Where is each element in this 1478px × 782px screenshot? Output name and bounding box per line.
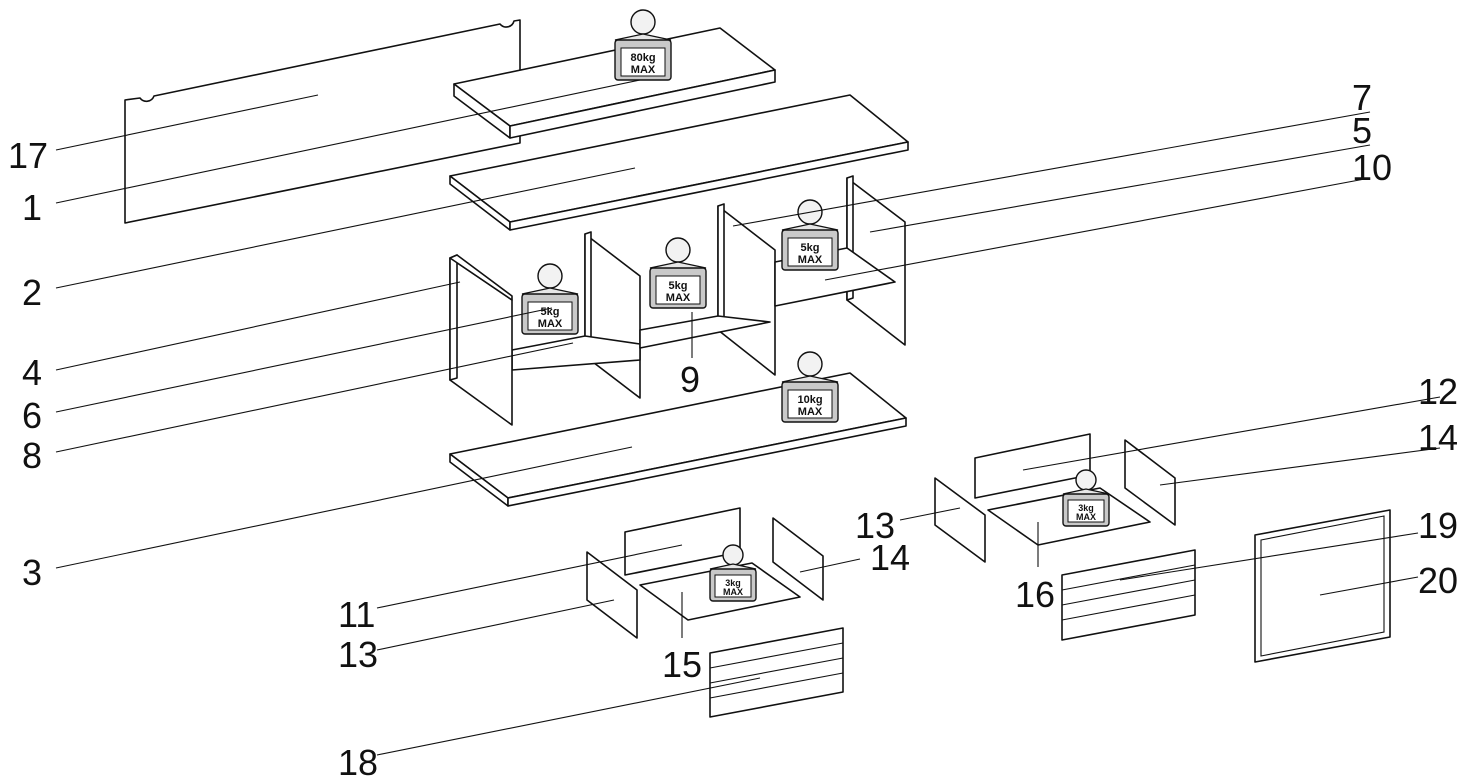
part-number-14-right: 14: [1418, 417, 1458, 458]
back-panel-17: [124, 19, 521, 224]
weight-icon-5kg-left: 5kg MAX: [521, 263, 579, 335]
weight-label-value: 5kg: [541, 306, 560, 318]
weight-icon-10kg: 10kg MAX: [781, 351, 839, 423]
weight-icon-80kg: 80kg MAX: [614, 9, 672, 81]
weight-label-max: MAX: [631, 64, 656, 76]
panel-20: [1254, 509, 1391, 663]
part-number-3: 3: [22, 552, 42, 593]
part-number-13-left: 13: [338, 634, 378, 675]
part-number-10: 10: [1352, 147, 1392, 188]
weight-label-value: 5kg: [801, 242, 820, 254]
weight-label-max: MAX: [798, 254, 823, 266]
part-number-15: 15: [662, 644, 702, 685]
part-number-6: 6: [22, 395, 42, 436]
part-number-5: 5: [1352, 110, 1372, 151]
weight-label-value: 3kg: [1078, 503, 1094, 513]
weight-label-max: MAX: [666, 292, 691, 304]
leader-lines: [55, 79, 1441, 756]
weight-icon-3kg-right: 3kg MAX: [1062, 469, 1110, 527]
part-number-7: 7: [1352, 77, 1372, 118]
part-number-18: 18: [338, 742, 378, 782]
part-number-2: 2: [22, 272, 42, 313]
part-number-19: 19: [1418, 505, 1458, 546]
part-number-17: 17: [8, 135, 48, 176]
part-number-16: 16: [1015, 574, 1055, 615]
part-number-4: 4: [22, 352, 42, 393]
part-number-8: 8: [22, 435, 42, 476]
weight-label-max: MAX: [723, 587, 743, 597]
right-drawer-parts: [934, 433, 1196, 641]
part-number-11: 11: [338, 594, 375, 635]
weight-label-value: 3kg: [725, 578, 741, 588]
part-number-labels: 17 1 2 4 6 8 3 7 5 10 9 12 14 13 19 16 2…: [8, 77, 1458, 782]
weight-label-value: 10kg: [797, 394, 822, 406]
weight-label-value: 80kg: [630, 52, 655, 64]
part-number-13-right: 13: [855, 505, 895, 546]
carcass-frame: [449, 175, 906, 426]
part-number-20: 20: [1418, 560, 1458, 601]
part-number-9: 9: [680, 359, 700, 400]
weight-label-max: MAX: [1076, 512, 1096, 522]
weight-icon-5kg-right: 5kg MAX: [781, 199, 839, 271]
weight-icon-3kg-left: 3kg MAX: [709, 544, 757, 602]
part-number-12: 12: [1418, 371, 1458, 412]
weight-label-max: MAX: [798, 406, 823, 418]
top-board-2: [449, 94, 909, 231]
part-number-14-left: 14: [870, 537, 910, 578]
part-number-1: 1: [22, 187, 42, 228]
weight-icon-5kg-middle: 5kg MAX: [649, 237, 707, 309]
weight-label-value: 5kg: [669, 280, 688, 292]
weight-label-max: MAX: [538, 318, 563, 330]
left-drawer-parts: [586, 507, 844, 718]
